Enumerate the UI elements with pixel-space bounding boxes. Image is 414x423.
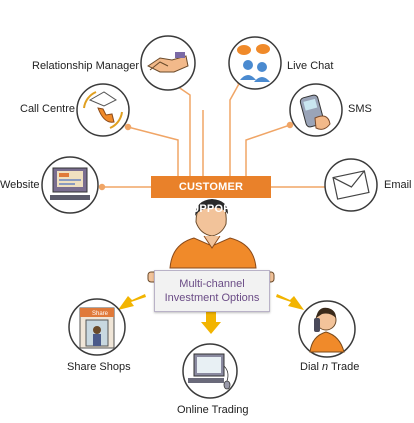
label-live-chat: Live Chat	[287, 60, 334, 72]
label-relationship-manager: Relationship Manager	[32, 60, 140, 72]
sms-node	[289, 83, 343, 137]
label-online-trading: Online Trading	[177, 404, 249, 416]
live-chat-node	[228, 36, 282, 90]
arrow-to-share-shops	[118, 294, 146, 310]
website-node	[41, 156, 99, 214]
output-arrows	[118, 294, 304, 334]
label-sms: SMS	[348, 103, 372, 115]
connector-dot	[124, 123, 132, 131]
chat-people-icon	[237, 44, 270, 82]
connector-dot	[98, 183, 106, 191]
connector-live-chat-branch	[229, 81, 241, 176]
handshake-icon	[147, 52, 189, 73]
monitor-icon	[50, 167, 90, 200]
call-centre-node	[76, 83, 130, 137]
shop-sign-text: Share	[92, 311, 109, 317]
label-dial-n-trade: Dial n Trade	[300, 361, 359, 374]
share-shops-node: Share	[68, 298, 126, 356]
label-share-shops: Share Shops	[67, 361, 131, 373]
person-phone-icon	[309, 307, 345, 353]
connector-sms	[245, 124, 291, 176]
customer-support-banner: CUSTOMER SUPPORT	[151, 176, 271, 215]
shop-icon	[79, 307, 115, 349]
dial-n-trade-pre: Dial	[300, 361, 323, 373]
label-website: Website	[0, 179, 40, 191]
support-person-illustration	[147, 199, 275, 283]
mobile-phone-icon	[299, 94, 331, 130]
email-node	[324, 158, 378, 212]
arrow-to-online-trading	[201, 312, 221, 334]
relationship-manager-node	[140, 35, 196, 91]
sign-line-1: Multi-channel	[179, 278, 245, 290]
telephone-icon	[83, 91, 123, 129]
connector-call-centre	[127, 126, 179, 176]
connector-relationship-manager	[167, 79, 191, 176]
investment-options-sign: Multi-channel Investment Options	[154, 270, 270, 312]
sign-line-2: Investment Options	[164, 292, 260, 304]
connector-dot	[286, 121, 294, 129]
envelope-icon	[332, 170, 370, 200]
online-trading-node	[182, 343, 238, 399]
label-email: Email	[384, 179, 412, 191]
label-call-centre: Call Centre	[20, 103, 76, 115]
dial-n-trade-post: Trade	[328, 361, 360, 373]
arrow-to-dial-n-trade	[276, 294, 304, 310]
computer-mouse-icon	[188, 353, 231, 390]
dial-n-trade-em: n	[322, 361, 329, 373]
dial-n-trade-node	[298, 300, 356, 358]
